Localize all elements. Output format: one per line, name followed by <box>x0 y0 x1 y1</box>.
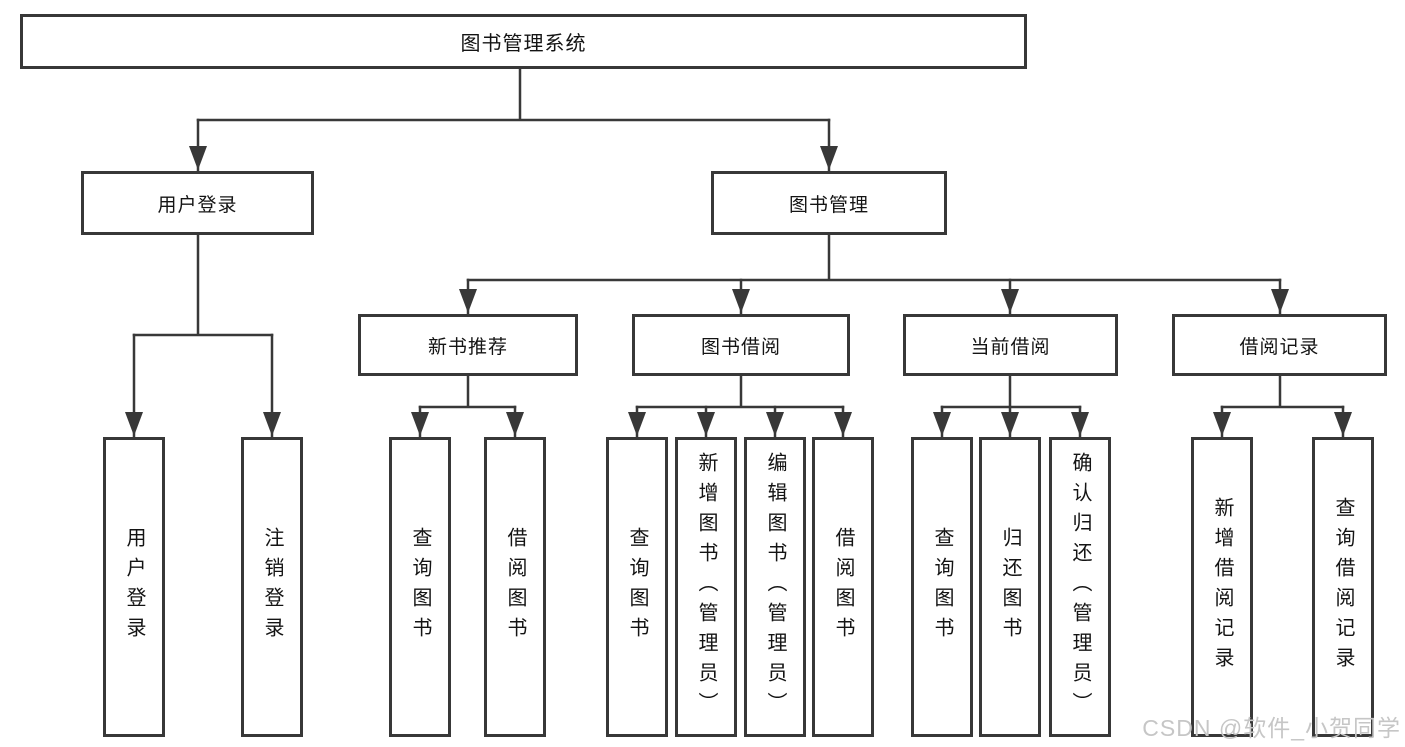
leaf-confirm-return-admin: 确认归还（管理员） <box>1049 437 1111 737</box>
leaf-borrow-query-book: 查询图书 <box>606 437 668 737</box>
leaf-borrow-query-book-label: 查询图书 <box>626 527 648 647</box>
leaf-borrow-book-label: 借阅图书 <box>832 527 854 647</box>
leaf-recommend-query-book-label: 查询图书 <box>409 527 431 647</box>
leaf-recommend-borrow-book: 借阅图书 <box>484 437 546 737</box>
leaf-borrow-book: 借阅图书 <box>812 437 874 737</box>
leaf-confirm-return-admin-label: 确认归还（管理员） <box>1069 452 1091 722</box>
leaf-add-borrow-record: 新增借阅记录 <box>1191 437 1253 737</box>
node-current-borrow: 当前借阅 <box>903 314 1118 376</box>
leaf-add-book-admin: 新增图书（管理员） <box>675 437 737 737</box>
node-book-management: 图书管理 <box>711 171 947 235</box>
leaf-query-borrow-record: 查询借阅记录 <box>1312 437 1374 737</box>
leaf-edit-book-admin: 编辑图书（管理员） <box>744 437 806 737</box>
leaf-logout: 注销登录 <box>241 437 303 737</box>
leaf-recommend-query-book: 查询图书 <box>389 437 451 737</box>
node-root-system: 图书管理系统 <box>20 14 1027 69</box>
node-user-login: 用户登录 <box>81 171 314 235</box>
leaf-add-borrow-record-label: 新增借阅记录 <box>1211 497 1233 677</box>
leaf-current-query-book: 查询图书 <box>911 437 973 737</box>
leaf-current-query-book-label: 查询图书 <box>931 527 953 647</box>
leaf-edit-book-admin-label: 编辑图书（管理员） <box>764 452 786 722</box>
leaf-user-login-label: 用户登录 <box>123 527 145 647</box>
leaf-user-login: 用户登录 <box>103 437 165 737</box>
node-new-book-recommend: 新书推荐 <box>358 314 578 376</box>
leaf-recommend-borrow-book-label: 借阅图书 <box>504 527 526 647</box>
leaf-return-book: 归还图书 <box>979 437 1041 737</box>
node-book-borrow: 图书借阅 <box>632 314 850 376</box>
leaf-add-book-admin-label: 新增图书（管理员） <box>695 452 717 722</box>
node-borrow-records: 借阅记录 <box>1172 314 1387 376</box>
leaf-return-book-label: 归还图书 <box>999 527 1021 647</box>
leaf-logout-label: 注销登录 <box>261 527 283 647</box>
leaf-query-borrow-record-label: 查询借阅记录 <box>1332 497 1354 677</box>
